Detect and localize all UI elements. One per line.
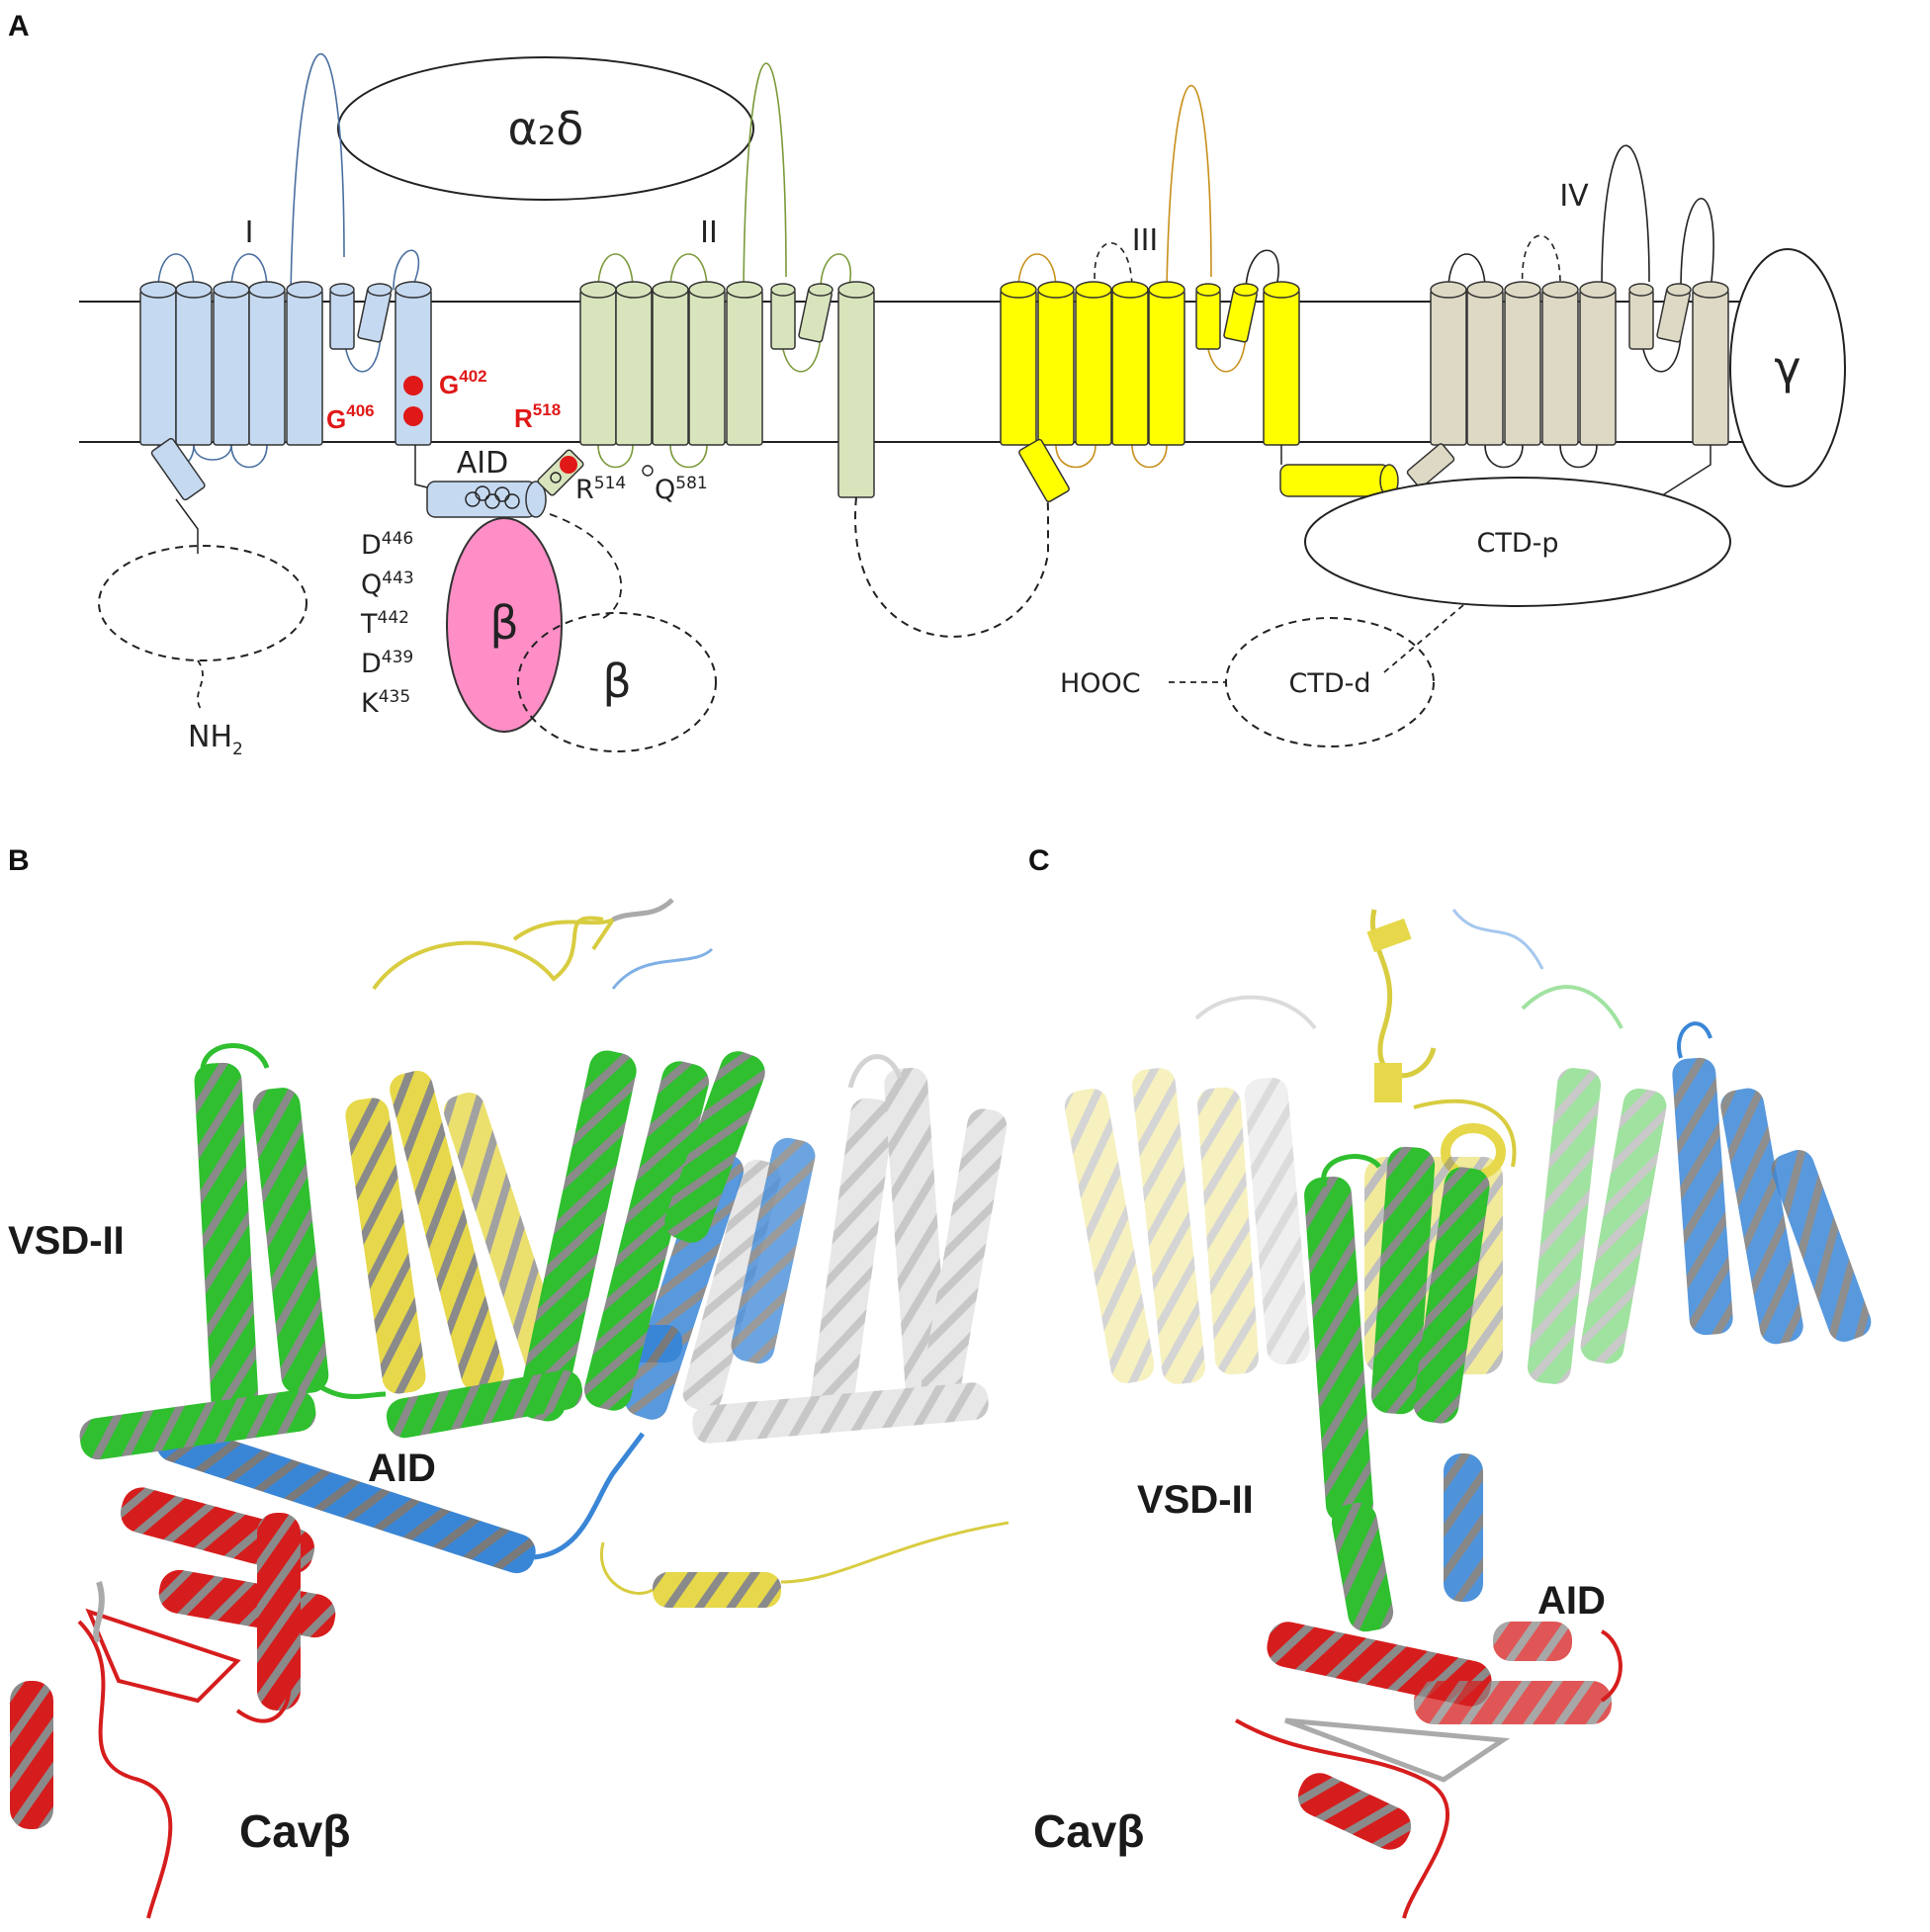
iv-to-ctd-linker bbox=[1655, 445, 1711, 500]
r518-dot bbox=[560, 456, 577, 474]
beta-label: β bbox=[489, 596, 518, 650]
panel-a: A α₂δ γ bbox=[8, 10, 1846, 759]
panel-b: B bbox=[8, 844, 1009, 1919]
panel-c: C bbox=[1028, 844, 1872, 1919]
panel-c-blue-helices bbox=[1444, 909, 1872, 1602]
t442-label: T442 bbox=[360, 608, 409, 640]
panel-b-gray-helices bbox=[682, 1054, 1008, 1444]
g406-dot bbox=[403, 406, 423, 426]
panel-b-cavb-label: Cavβ bbox=[239, 1805, 350, 1857]
ctd-p-label: CTD-p bbox=[1476, 528, 1558, 559]
domain-iv-helices bbox=[1406, 281, 1729, 488]
g402-dot bbox=[403, 376, 423, 395]
q581-marker bbox=[642, 465, 654, 477]
n-term-domain bbox=[98, 545, 307, 661]
beta-subunit bbox=[446, 517, 563, 733]
gamma-subunit bbox=[1729, 248, 1846, 487]
panel-b-red-cavb bbox=[10, 1487, 336, 1919]
domain-iii-label: III bbox=[1132, 223, 1159, 258]
panel-a-letter: A bbox=[8, 10, 30, 43]
q443-label: Q443 bbox=[361, 569, 414, 600]
domain-iv-label: IV bbox=[1559, 179, 1589, 214]
panel-c-cavb-label: Cavβ bbox=[1033, 1805, 1144, 1857]
gamma-label: γ bbox=[1774, 341, 1800, 395]
r514-label: R514 bbox=[575, 474, 626, 505]
panel-b-letter: B bbox=[8, 844, 30, 877]
beta-alt-label: β bbox=[602, 655, 631, 708]
alpha2delta-label: α₂δ bbox=[508, 102, 584, 155]
ctd-p-domain bbox=[1304, 477, 1731, 607]
panel-b-green-helices bbox=[79, 1043, 765, 1460]
panel-c-vsd-label: VSD-II bbox=[1137, 1478, 1254, 1522]
domain-ii-helices bbox=[537, 281, 875, 498]
ii-iii-linker bbox=[854, 464, 1049, 638]
beta-alt-subunit bbox=[517, 612, 717, 752]
panel-b-vsd-label: VSD-II bbox=[8, 1219, 125, 1263]
panel-c-aid-label: AID bbox=[1537, 1579, 1606, 1623]
domain-iii-loops bbox=[1017, 84, 1279, 469]
beta-linker bbox=[549, 513, 623, 619]
domain-ii-loops bbox=[597, 62, 851, 469]
hooc-label: HOOC bbox=[1060, 668, 1141, 699]
ctd-linker bbox=[1383, 604, 1464, 673]
panel-c-green-helices bbox=[1304, 1146, 1490, 1632]
panel-b-aid-label: AID bbox=[368, 1447, 436, 1490]
g406-label: G406 bbox=[326, 401, 375, 434]
domain-iii-helices bbox=[1000, 281, 1399, 503]
n-term-tail bbox=[197, 659, 204, 713]
domain-ii-label: II bbox=[700, 216, 718, 250]
aid-helix: AID bbox=[414, 445, 547, 518]
panel-c-green-faded bbox=[1521, 985, 1667, 1384]
aid-label: AID bbox=[457, 446, 508, 481]
domain-iv-loops bbox=[1448, 144, 1714, 469]
panel-c-gray-faded bbox=[1194, 995, 1317, 1365]
nh2-label: NH2 bbox=[188, 720, 243, 759]
ctd-d-label: CTD-d bbox=[1288, 668, 1370, 699]
panel-c-yellow-faded bbox=[1064, 1068, 1259, 1384]
panel-b-yellow-helices bbox=[345, 898, 1009, 1608]
d439-label: D439 bbox=[361, 648, 413, 679]
domain-i-helices bbox=[139, 281, 432, 501]
k435-label: K435 bbox=[361, 687, 410, 719]
q581-label: Q581 bbox=[655, 474, 708, 505]
panel-c-letter: C bbox=[1028, 844, 1050, 877]
alpha2delta-subunit bbox=[337, 56, 754, 201]
panel-c-red-cavb bbox=[1235, 1622, 1623, 1919]
r514-marker bbox=[550, 472, 562, 483]
g402-label: G402 bbox=[439, 367, 487, 399]
domain-i-label: I bbox=[245, 216, 254, 250]
d446-label: D446 bbox=[361, 529, 413, 561]
r518-label: R518 bbox=[514, 400, 561, 433]
n-term-linker bbox=[175, 498, 199, 554]
